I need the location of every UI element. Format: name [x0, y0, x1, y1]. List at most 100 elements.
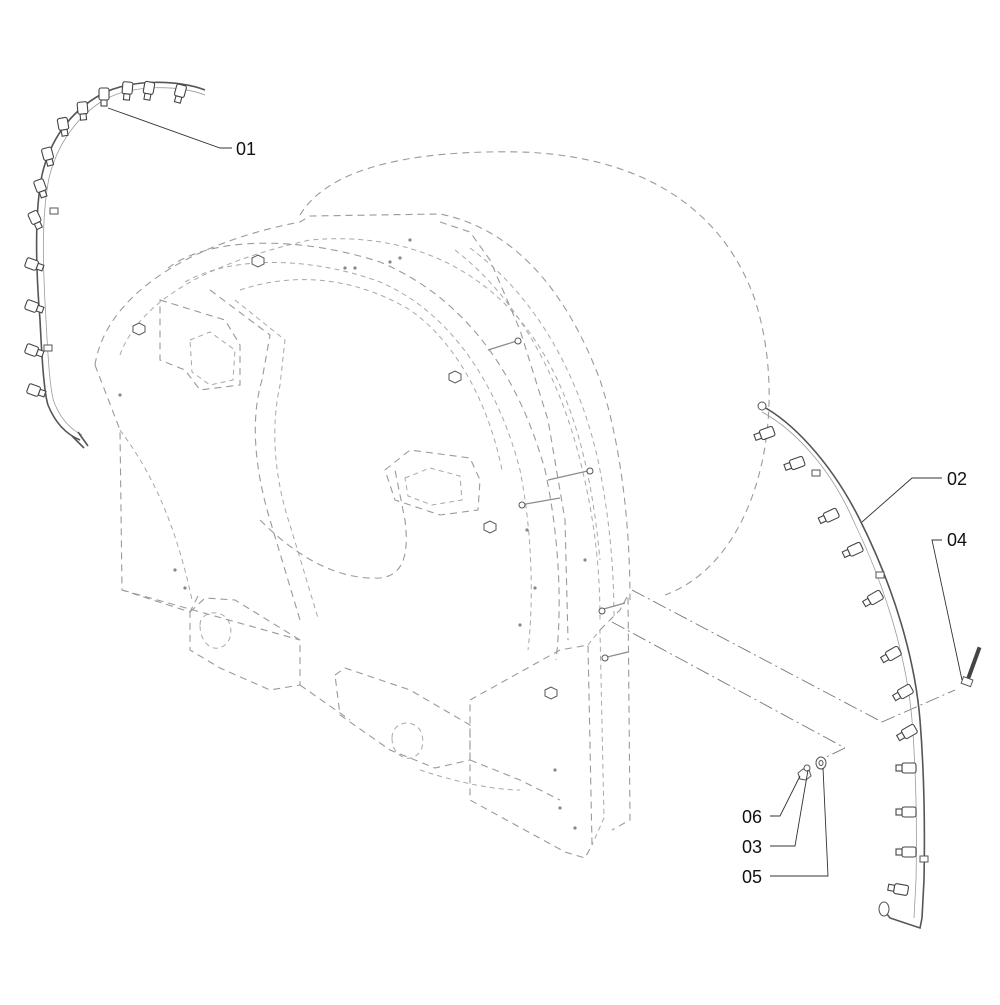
- spray-nozzle-icon: [879, 645, 902, 664]
- hardware-stack: [797, 756, 827, 781]
- washer-icon-hole: [818, 760, 824, 766]
- axis-line-04-2: [881, 689, 956, 723]
- spray-nozzle-icon: [895, 846, 917, 858]
- bolt-head: [960, 675, 974, 688]
- leader-06: [770, 775, 801, 817]
- rear-plate: [599, 594, 631, 831]
- floor-member: [121, 589, 561, 801]
- left-bracket: [159, 299, 241, 391]
- leader-03: [770, 769, 809, 847]
- pipe-clamp: [49, 207, 59, 215]
- assembly-axis-lines: [611, 589, 956, 761]
- pipe-clamp: [919, 855, 929, 863]
- center-bracket-face: [404, 467, 463, 506]
- ghost-nuts: [132, 254, 558, 700]
- nut-icon: [483, 520, 497, 534]
- spray-bar-right-pipe: [759, 404, 926, 919]
- fender-skirt-edge: [119, 429, 193, 601]
- plate-holes: [118, 238, 587, 830]
- axis-line-hardware-2: [819, 747, 846, 761]
- hole: [558, 806, 562, 810]
- pipe-clamp: [811, 469, 821, 477]
- bolt-icon: [966, 646, 982, 680]
- spray-nozzle-icon: [817, 507, 840, 525]
- spray-bar-right-cap: [757, 401, 767, 411]
- hole: [518, 623, 522, 627]
- axis-line-hardware: [611, 621, 846, 749]
- hole: [398, 256, 402, 260]
- nut-icon: [251, 254, 265, 268]
- spray-nozzle-icon: [753, 425, 776, 441]
- spray-nozzle-icon: [24, 343, 45, 358]
- stud-head: [514, 337, 522, 345]
- hole: [353, 266, 357, 270]
- inner-arch-2: [184, 262, 532, 651]
- spray-nozzle-icon: [895, 762, 917, 774]
- support-frame: [209, 289, 301, 621]
- spray-nozzle-icon: [33, 178, 48, 199]
- spray-nozzle-icon: [841, 541, 864, 559]
- axis-line-04: [631, 589, 883, 723]
- stud-head: [518, 501, 526, 509]
- bolt-04: [960, 646, 982, 688]
- nut-icon: [132, 322, 146, 336]
- fender-shell-inner: [119, 238, 601, 561]
- spray-nozzle-icon: [24, 257, 45, 272]
- support-frame-3: [259, 469, 407, 579]
- callout-labels: 01 02 04 06 03 05: [236, 139, 967, 887]
- hole: [183, 586, 187, 590]
- lower-beam-right: [334, 667, 471, 769]
- inner-arch-3: [239, 279, 503, 471]
- spray-nozzle-icon: [173, 83, 187, 104]
- fender-shell: [94, 213, 631, 601]
- rim-ring-2: [469, 247, 615, 621]
- leader-02: [861, 477, 942, 523]
- stud-head: [601, 654, 609, 662]
- lower-beam-right-face: [391, 722, 424, 759]
- spray-nozzle-icon: [783, 455, 806, 471]
- callout-01: 01: [236, 139, 256, 159]
- spray-bar-left-end: [71, 431, 89, 449]
- spray-nozzle-icon: [76, 101, 89, 121]
- spray-nozzle-icon: [26, 383, 47, 398]
- wheel-outline: [299, 151, 770, 596]
- hole: [583, 558, 587, 562]
- spray-nozzle-icon: [887, 883, 910, 896]
- spray-bar-left: [35, 81, 206, 449]
- spray-nozzle-icon: [56, 116, 70, 137]
- hole: [533, 586, 537, 590]
- stud-bolt: [519, 497, 561, 506]
- callout-03: 03: [742, 837, 762, 857]
- spray-nozzle-icon: [895, 723, 918, 742]
- wheel-housing-ghost: [94, 151, 770, 859]
- upright-plate: [439, 221, 569, 641]
- spray-nozzle-icon: [891, 683, 914, 702]
- nut-icon: [544, 686, 558, 700]
- leader-lines: [107, 107, 963, 877]
- hole: [343, 266, 347, 270]
- hole: [408, 238, 412, 242]
- leader-01: [107, 107, 232, 149]
- nozzles-left: [24, 80, 187, 398]
- center-bracket: [384, 449, 481, 516]
- hole: [525, 528, 529, 532]
- stud-bolts: [487, 337, 629, 662]
- inner-arch: [167, 242, 560, 661]
- leader-05: [770, 767, 829, 877]
- spray-bar-left-pipe-inner: [42, 87, 206, 436]
- mounting-plate: [469, 644, 593, 859]
- pipe-clamp: [43, 344, 53, 352]
- hole: [173, 568, 177, 572]
- callout-05: 05: [742, 867, 762, 887]
- nozzles-right: [753, 425, 929, 896]
- spray-bar-right-pipe-inner: [761, 411, 917, 919]
- stud-bolt: [547, 469, 593, 481]
- callout-06: 06: [742, 807, 762, 827]
- spray-nozzle-icon: [121, 81, 134, 101]
- spray-nozzle-icon: [41, 146, 55, 167]
- hole: [388, 260, 392, 264]
- stud-head: [598, 607, 606, 615]
- hole: [118, 393, 122, 397]
- spray-bar-right-inlet: [878, 901, 890, 917]
